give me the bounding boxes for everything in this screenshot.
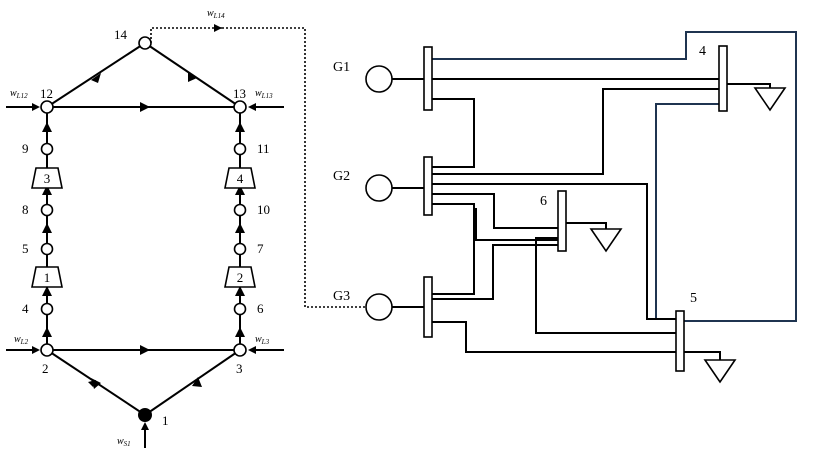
node-label-11: 11 [257, 141, 270, 156]
node-label-2: 2 [42, 361, 49, 376]
load-6-link [566, 222, 607, 229]
gas-node-7 [233, 242, 247, 256]
load-4-triangle [753, 87, 787, 112]
node-label-10: 10 [257, 202, 270, 217]
node-label-1: 1 [162, 413, 169, 428]
compressor-3: 3 [31, 167, 63, 189]
line-G3-6 [432, 244, 558, 300]
bus-4 [718, 45, 728, 112]
node-label-13: 13 [233, 86, 246, 101]
compressor-label: 2 [237, 270, 244, 285]
flow-arrow-up [235, 185, 245, 195]
flow-label-wL2: wL2 [14, 334, 29, 346]
generator-G1 [365, 65, 393, 93]
load-4-link [727, 83, 771, 88]
line-G2-4 [432, 88, 719, 175]
gas-node-6 [233, 302, 247, 316]
line-G2-6b [475, 208, 558, 241]
load-6-triangle [589, 228, 623, 253]
generator-G2 [365, 174, 393, 202]
power-network: G1 G2 G3 4 6 5 [333, 31, 797, 384]
generator-G3 [365, 293, 393, 321]
generator-label-G3: G3 [333, 289, 350, 304]
node-label-4: 4 [22, 301, 29, 316]
gas-network: 1 2 3 4 14 12 13 9 11 [6, 8, 368, 448]
flow-arrow-1-3 [192, 377, 202, 387]
line-G1-5 [432, 31, 797, 322]
line-G1-G2 [432, 98, 475, 168]
gas-node-9 [40, 142, 54, 156]
compressor-2: 2 [224, 266, 256, 288]
compressor-label: 3 [44, 171, 51, 186]
gas-node-3 [233, 343, 247, 357]
node-label-14: 14 [114, 27, 128, 42]
gas-node-2 [40, 343, 54, 357]
flow-arrow-up [42, 122, 52, 132]
flow-label-wL12: wL12 [10, 88, 28, 100]
bus-G1 [423, 46, 433, 111]
line-4-5 [655, 103, 719, 320]
compressor-4: 4 [224, 167, 256, 189]
compressor-1: 1 [31, 266, 63, 288]
flow-arrow-up [235, 122, 245, 132]
node-label-5: 5 [22, 241, 29, 256]
node-label-8: 8 [22, 202, 29, 217]
pipe-1-3 [144, 349, 241, 416]
flow-arrow-up [42, 223, 52, 233]
gas-to-G3-coupling-line [222, 27, 368, 308]
flow-label-wS1: wS1 [117, 436, 131, 448]
flow-label-wL3: wL3 [255, 334, 270, 346]
flow-arrow-up [235, 223, 245, 233]
gas-node-10 [233, 203, 247, 217]
gas-node-14 [138, 36, 152, 50]
gas-node-5 [40, 242, 54, 256]
bus-G2 [423, 156, 433, 216]
bus-5 [675, 310, 685, 372]
compressor-label: 1 [44, 270, 51, 285]
flow-label-wL14: wL14 [207, 8, 225, 20]
node-label-3: 3 [236, 361, 243, 376]
bus-G3 [423, 276, 433, 338]
flow-wL14-line [150, 27, 222, 43]
bus-label-4: 4 [699, 44, 706, 59]
flow-arrow-up [42, 185, 52, 195]
flow-arrow-up [42, 327, 52, 337]
flow-arrow-up [235, 286, 245, 296]
flow-arrow-12-13 [140, 102, 150, 112]
flow-arrow-12-14 [91, 73, 101, 83]
gas-node-8 [40, 203, 54, 217]
generator-label-G1: G1 [333, 60, 350, 75]
line-6-5 [535, 237, 676, 334]
gas-node-13 [233, 100, 247, 114]
line-G3-5 [432, 321, 676, 353]
bus-6 [557, 190, 567, 252]
line-G2-G3 [432, 203, 475, 295]
gas-node-4 [40, 302, 54, 316]
line-G2-5 [432, 183, 676, 320]
pipe-12-14 [46, 42, 146, 108]
node-label-7: 7 [257, 241, 264, 256]
flow-arrow-13-14 [188, 72, 197, 82]
node-label-6: 6 [257, 301, 264, 316]
load-5-link [684, 351, 721, 360]
gas-node-11 [233, 142, 247, 156]
node-label-12: 12 [40, 86, 53, 101]
flow-label-wL13: wL13 [255, 88, 273, 100]
flow-wL14-arrow [214, 24, 222, 32]
load-5-triangle [703, 359, 737, 384]
generator-label-G2: G2 [333, 169, 350, 184]
gas-node-1-source [138, 408, 152, 422]
flow-arrow-up [42, 286, 52, 296]
bus-label-5: 5 [690, 291, 697, 306]
gas-node-12 [40, 100, 54, 114]
flow-arrow-up [235, 327, 245, 337]
flow-arrow-1-2 [91, 378, 101, 389]
compressor-label: 4 [237, 171, 244, 186]
node-label-9: 9 [22, 141, 29, 156]
line-G2-6a [432, 193, 558, 229]
bus-label-6: 6 [540, 194, 547, 209]
flow-arrow-2-3 [140, 345, 150, 355]
